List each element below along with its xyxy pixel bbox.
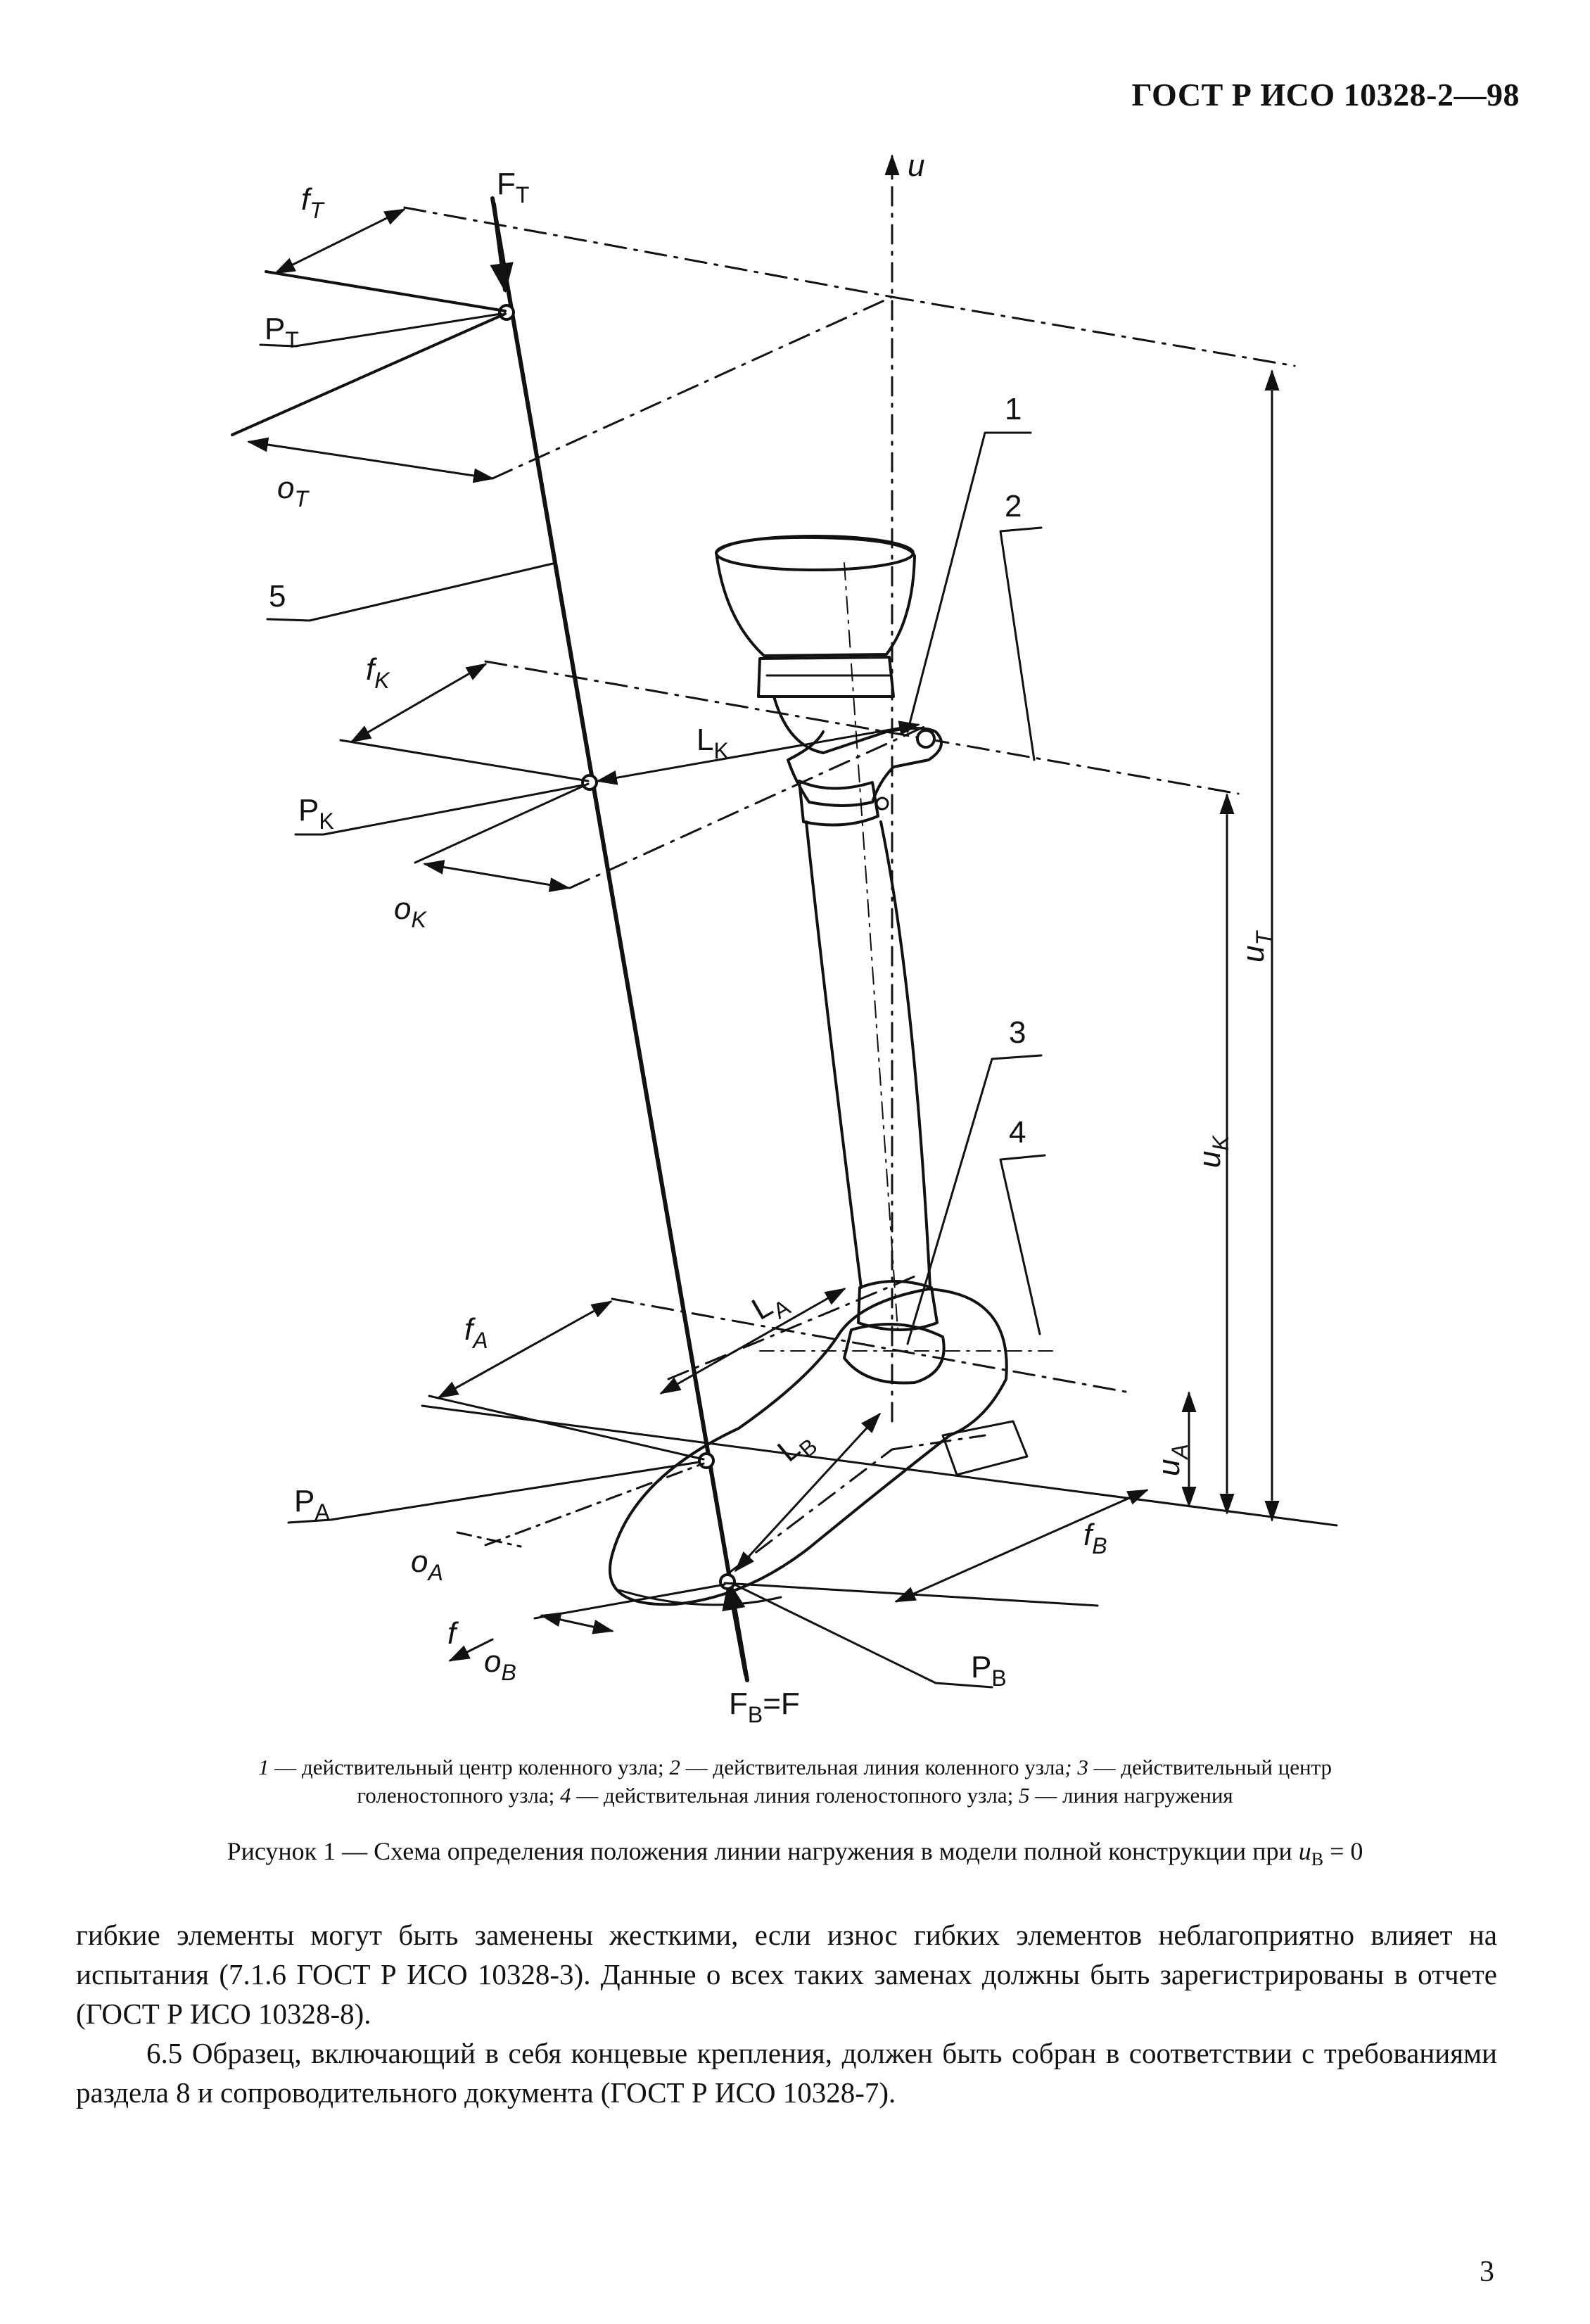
leader-1 (906, 431, 1032, 733)
label-p-k: PK (298, 793, 334, 834)
fk-extension (339, 739, 590, 782)
diagram-drawing (231, 154, 1338, 1689)
socket-base (757, 656, 895, 698)
paragraph-1: гибкие элементы могут быть заменены жест… (76, 1919, 1497, 2030)
ankle-unit (857, 1280, 939, 1331)
point-pa (698, 1452, 715, 1469)
force-fb-arrow (722, 1580, 748, 1677)
plane-k-front (568, 723, 930, 889)
shin-right (879, 820, 931, 1289)
fa-dimension (437, 1300, 613, 1399)
figure-legend: 1 — действительный центр коленного узла;… (257, 1755, 1333, 1808)
leader-pb (730, 1582, 993, 1689)
plane-k-back (484, 660, 1240, 795)
plane-a-front (667, 1272, 923, 1380)
leader-3 (906, 1054, 1043, 1345)
label-o-b: oB (484, 1644, 516, 1685)
figure-load-line-diagram: u FT fT PT oT 1 2 5 3 4 fK LK PK oK uT u… (231, 148, 1338, 1727)
label-f-b: fB (1083, 1518, 1107, 1558)
label-f-t: fT (301, 182, 324, 223)
label-o-k: oK (394, 891, 426, 932)
paragraph-2: 6.5 Образец, включающий в себя концевые … (76, 2037, 1497, 2109)
point-pk (581, 774, 598, 791)
leader-5 (266, 561, 557, 622)
label-p-a: PA (294, 1484, 330, 1525)
label-fb-equals-f: FB=F (729, 1687, 800, 1727)
shin-axis (844, 562, 898, 1331)
ot-extension (231, 312, 507, 436)
leader-pk (294, 784, 584, 836)
heel-block (941, 1420, 1029, 1476)
ankle-joint (843, 1323, 946, 1385)
knee-unit (772, 695, 943, 807)
leader-2 (999, 526, 1043, 761)
label-u-t: uT (1236, 931, 1277, 963)
foot-outline (608, 1288, 1008, 1606)
socket (715, 535, 916, 657)
label-o-a: oA (411, 1544, 443, 1585)
label-f-a: fA (464, 1312, 488, 1353)
knee-point-small (875, 796, 889, 811)
label-number-5: 5 (269, 579, 286, 614)
plane-t-front (491, 296, 893, 480)
oa-extension (484, 1462, 705, 1547)
label-number-2: 2 (1005, 489, 1022, 523)
label-number-3: 3 (1009, 1015, 1026, 1050)
force-ft-arrow (490, 202, 514, 293)
leader-4 (999, 1154, 1046, 1335)
plane-t-back (403, 206, 893, 298)
lb-dimension (734, 1412, 882, 1573)
label-p-t: PT (265, 312, 299, 353)
f-axis-arrow (448, 1638, 494, 1662)
ground-line (421, 1404, 1338, 1527)
ok-dimension (423, 860, 571, 892)
knee-lower (798, 780, 879, 827)
ob-extension (533, 1583, 726, 1620)
ok-extension (414, 782, 590, 864)
body-text: гибкие элементы могут быть заменены жест… (76, 1915, 1497, 2112)
load-line (490, 196, 749, 1682)
label-ft-force: FT (497, 167, 530, 208)
label-f-k: fK (366, 652, 390, 693)
foot-sole (618, 1589, 782, 1606)
label-p-b: PB (971, 1650, 1007, 1691)
label-o-t: oT (277, 471, 309, 512)
plane-t-right (891, 296, 1296, 367)
label-l-k: LK (697, 723, 729, 763)
fa-extension (428, 1395, 705, 1461)
fb-dimension (894, 1489, 1149, 1603)
page-header-standard-code: ГОСТ Р ИСО 10328-2—98 (1131, 77, 1520, 113)
label-u: u (908, 148, 925, 183)
point-pb (719, 1573, 736, 1590)
page-number: 3 (1480, 2256, 1494, 2288)
fk-dimension (350, 663, 488, 743)
label-number-1: 1 (1005, 392, 1022, 426)
lk-dimension (596, 720, 920, 785)
ft-dimension (274, 208, 406, 274)
ft-extension (265, 270, 507, 312)
knee-pivot (916, 729, 936, 749)
ground-front (723, 1448, 893, 1577)
ot-dimension (247, 437, 495, 483)
point-pt (498, 304, 515, 321)
oa-dimension (456, 1531, 522, 1548)
figure-caption: Рисунок 1 — Схема определения положения … (227, 1837, 1363, 1870)
ob-dimension (540, 1612, 614, 1634)
leader-pa (287, 1461, 701, 1524)
label-u-a: uA (1152, 1444, 1192, 1476)
socket-rim (715, 535, 915, 571)
la-dimension (659, 1288, 846, 1395)
label-number-4: 4 (1009, 1115, 1026, 1150)
leader-pt (259, 312, 502, 348)
shin-left (805, 820, 863, 1289)
label-u-k: uK (1192, 1136, 1233, 1168)
label-f: f (447, 1616, 457, 1651)
